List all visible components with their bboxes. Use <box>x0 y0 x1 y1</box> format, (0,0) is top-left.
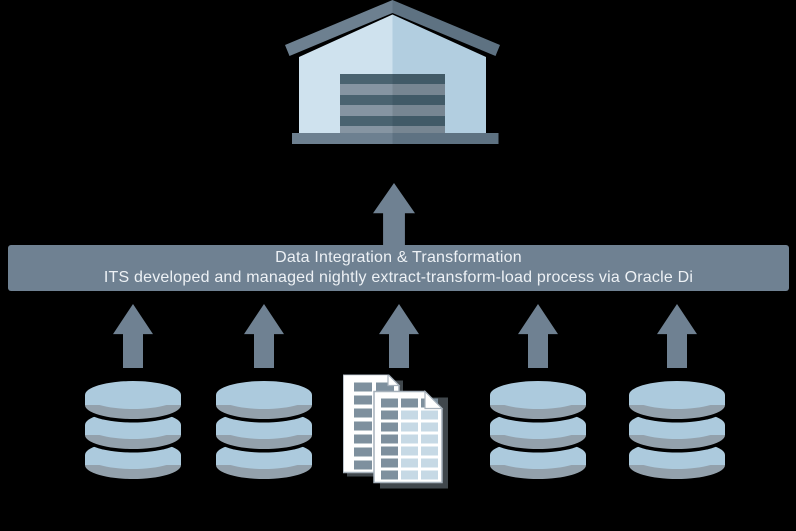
arrow-up-source-4-icon <box>518 304 558 368</box>
database-icon <box>83 379 183 480</box>
arrow-up-to-warehouse-icon <box>373 183 415 246</box>
arrow-up-source-3-icon <box>379 304 419 368</box>
database-icon <box>214 379 314 480</box>
documents-icon <box>343 374 449 491</box>
banner-title: Data Integration & Transformation <box>275 249 522 266</box>
banner-subtitle: ITS developed and managed nightly extrac… <box>103 269 694 286</box>
database-icon <box>488 379 588 480</box>
database-icon <box>627 379 727 480</box>
warehouse-icon <box>285 0 500 144</box>
etl-banner: Data Integration & Transformation ITS de… <box>8 245 789 291</box>
arrow-up-source-5-icon <box>657 304 697 368</box>
arrow-up-source-1-icon <box>113 304 153 368</box>
arrow-up-source-2-icon <box>244 304 284 368</box>
